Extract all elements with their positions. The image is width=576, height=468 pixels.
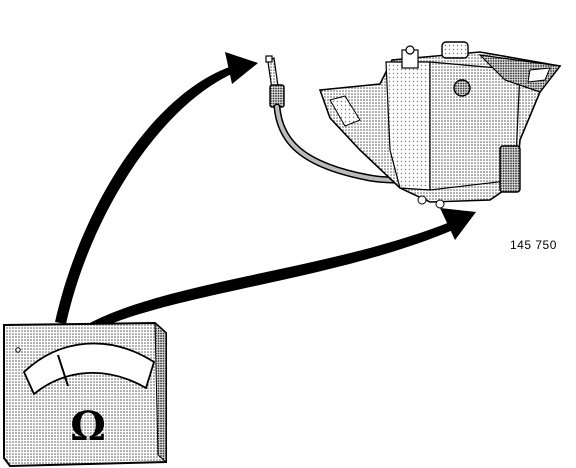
ohmmeter-icon: Ω (3, 321, 167, 468)
figure-reference-number: 145 750 (510, 238, 557, 252)
control-unit-icon (318, 41, 562, 209)
arrow-to-control-unit (88, 208, 476, 330)
arrow-to-connector (55, 52, 258, 324)
ohm-symbol: Ω (70, 403, 106, 450)
